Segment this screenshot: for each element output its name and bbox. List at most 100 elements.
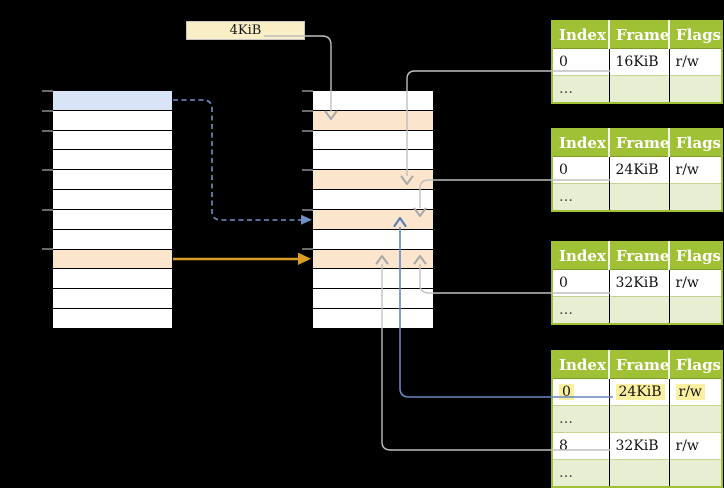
flags-cell [669, 405, 722, 433]
memory-row-white [313, 130, 433, 151]
memory-row-peach [313, 110, 433, 131]
table-header-row: Index Frame Flags [552, 242, 722, 270]
table-row-ellipsis: … [552, 405, 722, 433]
column-header-frame: Frame [609, 129, 670, 157]
virtual-memory-column [53, 91, 172, 328]
table-header-row: Index Frame Flags [552, 21, 722, 49]
address-tick [42, 129, 53, 132]
memory-row-white [53, 130, 172, 151]
memory-row-peach [313, 209, 433, 230]
memory-row-white [313, 91, 433, 111]
address-tick [302, 90, 313, 92]
memory-row-white [53, 229, 172, 250]
index-cell: … [552, 405, 610, 433]
memory-row-white [313, 269, 433, 290]
address-tick [302, 248, 313, 250]
flags-cell: r/w [669, 269, 722, 297]
frame-cell: 32KiB [609, 269, 670, 297]
frame-cell [609, 183, 670, 211]
address-tick [42, 248, 53, 250]
page-table-4: Index Frame Flags 0 24KiB r/w … 8 32KiB … [551, 350, 723, 488]
memory-row-white [53, 110, 172, 131]
physical-memory-column [313, 91, 433, 328]
memory-row-white [53, 170, 172, 191]
table-header-row: Index Frame Flags [552, 351, 722, 379]
column-header-frame: Frame [609, 242, 670, 270]
flags-cell [669, 75, 722, 103]
address-tick [302, 109, 313, 112]
column-header-flags: Flags [669, 242, 722, 270]
column-header-frame: Frame [609, 351, 670, 379]
index-cell: 0 [552, 48, 610, 76]
frame-cell: 24KiB [609, 378, 670, 406]
index-cell: … [552, 459, 610, 487]
index-cell: 0 [552, 269, 610, 297]
column-header-index: Index [552, 351, 610, 379]
page-size-label: 4KiB [186, 21, 305, 40]
memory-row-peach [53, 249, 172, 270]
flags-cell: r/w [669, 378, 722, 406]
frame-cell [609, 296, 670, 324]
flags-cell [669, 296, 722, 324]
column-header-flags: Flags [669, 21, 722, 49]
arrowhead-right-icon [301, 214, 312, 225]
flags-cell [669, 183, 722, 211]
address-tick [302, 129, 313, 132]
column-header-flags: Flags [669, 351, 722, 379]
memory-row-white [53, 309, 172, 328]
frame-cell [609, 459, 670, 487]
frame-cell [609, 75, 670, 103]
address-tick [42, 169, 53, 171]
arrowhead-right-icon [298, 252, 311, 265]
frame-cell: 32KiB [609, 432, 670, 460]
table-row: 0 24KiB r/w [552, 156, 722, 184]
frame-cell: 24KiB [609, 156, 670, 184]
address-tick [302, 208, 313, 211]
memory-row-peach [313, 170, 433, 191]
memory-row-white [313, 289, 433, 310]
highlight: 0 [559, 384, 574, 400]
memory-row-white [313, 150, 433, 171]
table-row: 8 32KiB r/w [552, 432, 722, 460]
flags-cell: r/w [669, 432, 722, 460]
memory-row-white [53, 150, 172, 171]
memory-row-blue [53, 91, 172, 111]
highlight: r/w [675, 384, 705, 400]
index-cell: 8 [552, 432, 610, 460]
table-row-ellipsis: … [552, 459, 722, 487]
address-tick [302, 169, 313, 171]
table-row-ellipsis: … [552, 75, 722, 103]
column-header-flags: Flags [669, 129, 722, 157]
memory-row-peach [313, 249, 433, 270]
table-row: 0 32KiB r/w [552, 269, 722, 297]
memory-row-white [53, 269, 172, 290]
table-row-ellipsis: … [552, 183, 722, 211]
column-header-frame: Frame [609, 21, 670, 49]
index-cell: … [552, 75, 610, 103]
flags-cell [669, 459, 722, 487]
flags-cell: r/w [669, 156, 722, 184]
memory-row-white [53, 209, 172, 230]
address-tick [42, 208, 53, 211]
table-row-ellipsis: … [552, 296, 722, 324]
frame-cell: 16KiB [609, 48, 670, 76]
index-cell: … [552, 296, 610, 324]
memory-row-white [313, 309, 433, 328]
table-header-row: Index Frame Flags [552, 129, 722, 157]
memory-row-white [313, 190, 433, 210]
highlight: 24KiB [615, 384, 665, 400]
table-row: 0 16KiB r/w [552, 48, 722, 76]
column-header-index: Index [552, 129, 610, 157]
index-cell: 0 [552, 156, 610, 184]
page-table-3: Index Frame Flags 0 32KiB r/w … [551, 241, 723, 325]
memory-row-white [53, 289, 172, 310]
address-tick [42, 90, 53, 92]
index-cell: 0 [552, 378, 610, 406]
memory-row-white [53, 190, 172, 210]
page-table-2: Index Frame Flags 0 24KiB r/w … [551, 128, 723, 212]
column-header-index: Index [552, 21, 610, 49]
memory-row-white [313, 229, 433, 250]
arrow-virtual-page-to-frame-dashed [173, 99, 301, 221]
index-cell: … [552, 183, 610, 211]
column-header-index: Index [552, 242, 610, 270]
